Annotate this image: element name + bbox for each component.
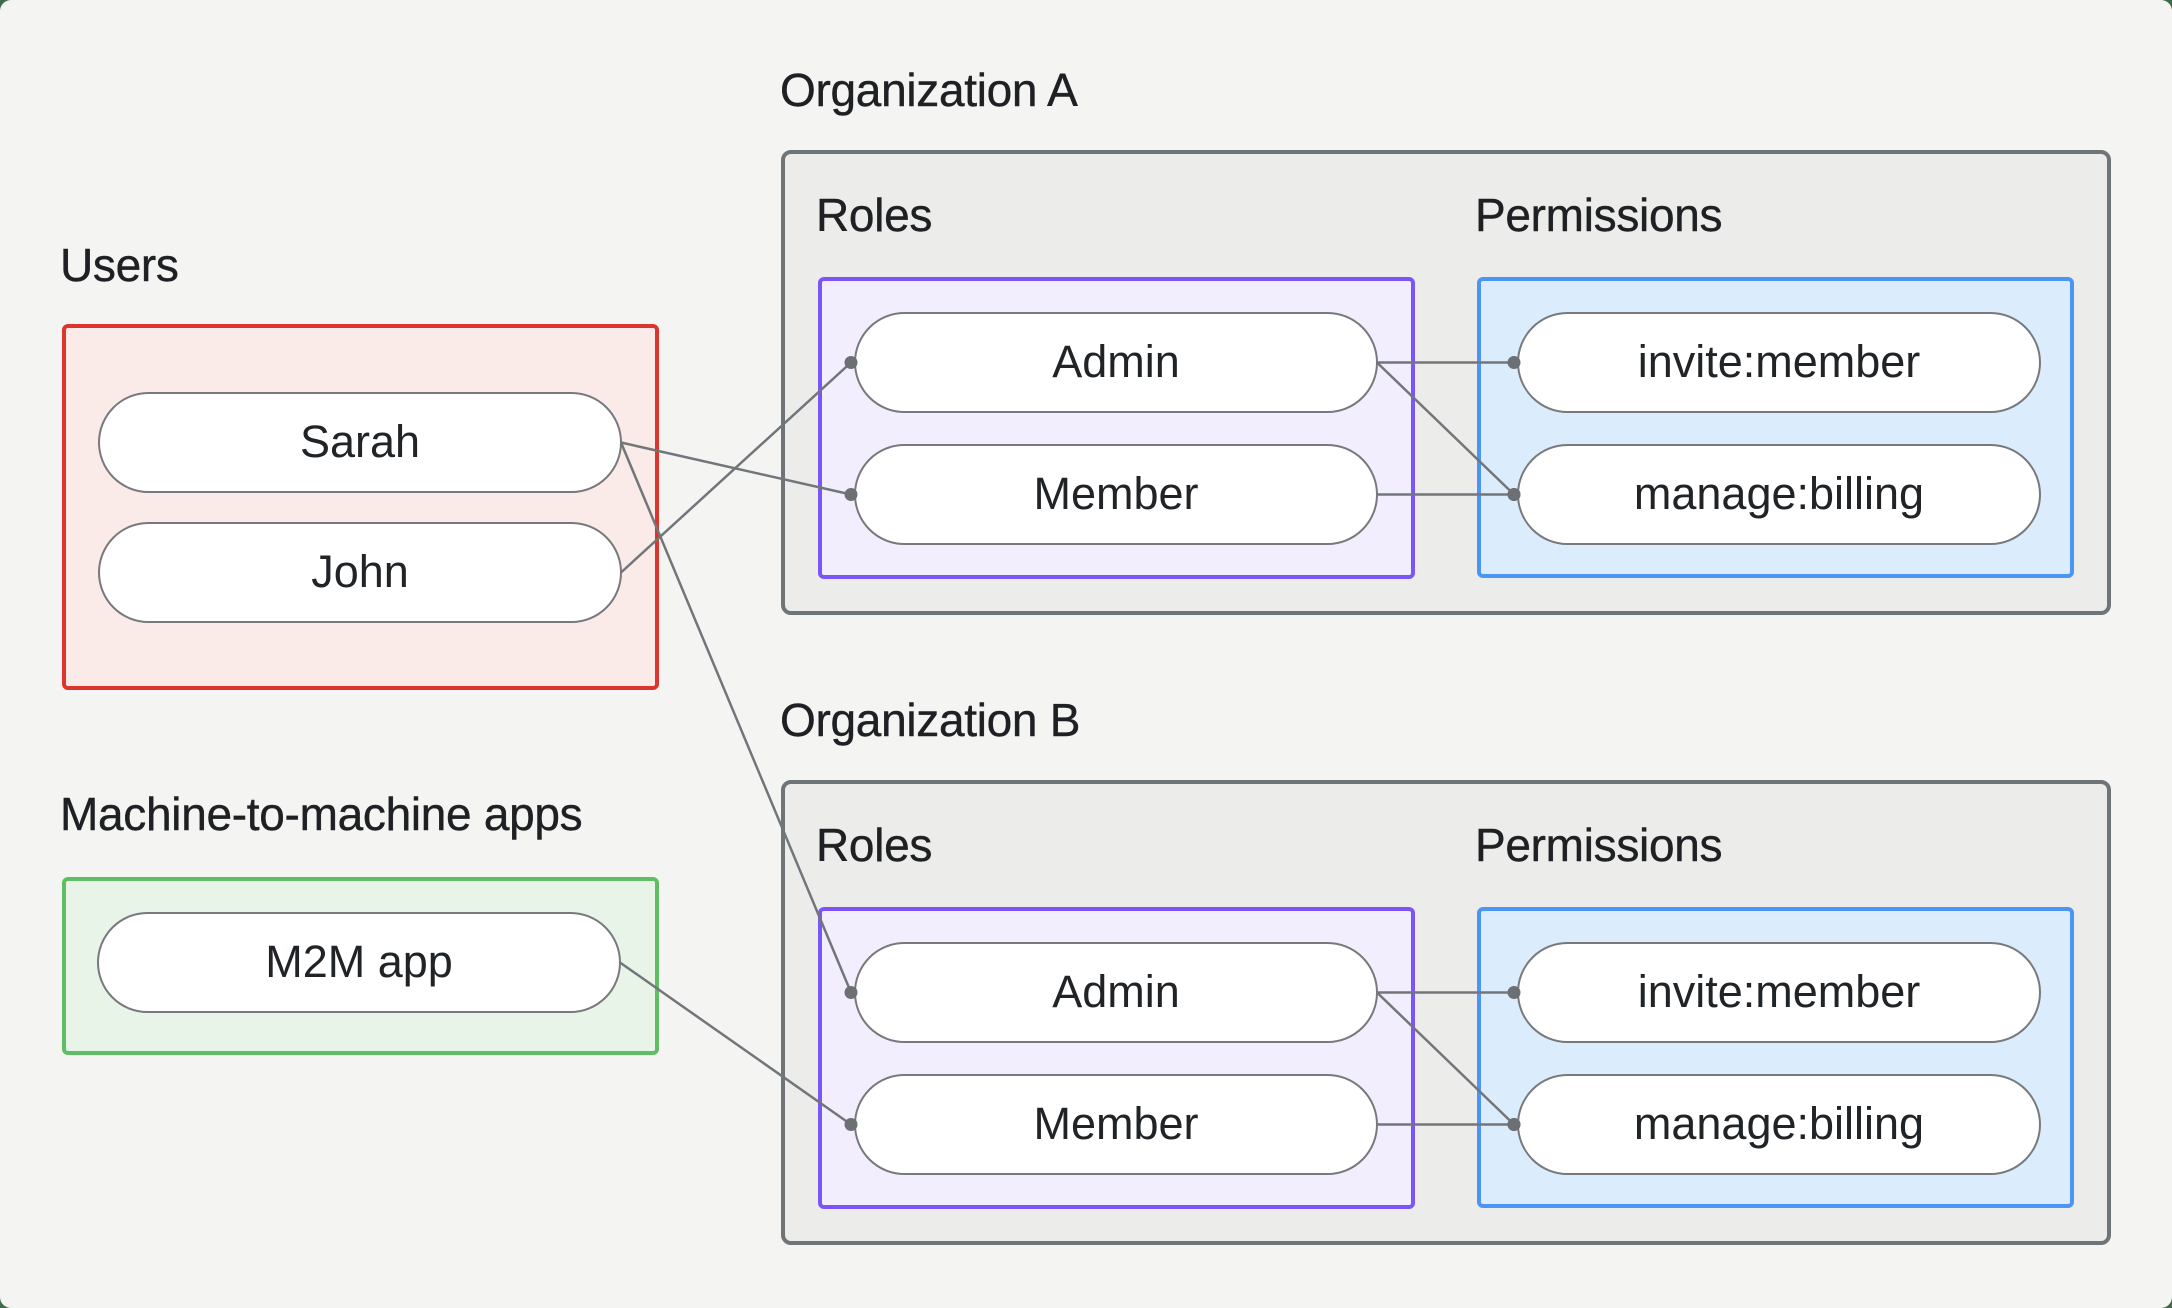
permission-node-invite-member-org-b: invite:member	[1517, 942, 2041, 1043]
organization-a-permissions-label: Permissions	[1475, 189, 1723, 241]
organization-b-permissions-label: Permissions	[1475, 819, 1723, 871]
m2m-app-node-label: M2M app	[265, 936, 453, 987]
user-node-john: John	[98, 522, 622, 623]
m2m-group-label: Machine-to-machine apps	[60, 788, 583, 840]
organization-a-roles-label: Roles	[816, 189, 933, 241]
permission-node-manage-billing-org-a: manage:billing	[1517, 444, 2041, 545]
organization-a-label: Organization A	[780, 64, 1078, 116]
user-node-sarah: Sarah	[98, 392, 622, 493]
permission-node-manage-billing-org-b-label: manage:billing	[1633, 1098, 1925, 1149]
role-node-member-org-a-label: Member	[1033, 468, 1199, 519]
organization-b-roles-label: Roles	[816, 819, 933, 871]
user-node-john-label: John	[311, 546, 409, 597]
permission-node-manage-billing-org-a-label: manage:billing	[1633, 468, 1925, 519]
role-node-admin-org-b: Admin	[854, 942, 1378, 1043]
users-group-label: Users	[60, 239, 179, 291]
role-node-admin-org-a-label: Admin	[1052, 336, 1180, 387]
role-node-member-org-b-label: Member	[1033, 1098, 1199, 1149]
permission-node-manage-billing-org-b: manage:billing	[1517, 1074, 2041, 1175]
organization-b-label: Organization B	[780, 694, 1081, 746]
users-group-box: Sarah John	[62, 324, 659, 690]
permission-node-invite-member-org-b-label: invite:member	[1637, 966, 1921, 1017]
role-node-admin-org-a: Admin	[854, 312, 1378, 413]
m2m-app-node: M2M app	[97, 912, 621, 1013]
permission-node-invite-member-org-a-label: invite:member	[1637, 336, 1921, 387]
m2m-group-box: M2M app	[62, 877, 659, 1055]
role-node-admin-org-b-label: Admin	[1052, 966, 1180, 1017]
role-node-member-org-a: Member	[854, 444, 1378, 545]
role-node-member-org-b: Member	[854, 1074, 1378, 1175]
user-node-sarah-label: Sarah	[299, 416, 421, 467]
permission-node-invite-member-org-a: invite:member	[1517, 312, 2041, 413]
